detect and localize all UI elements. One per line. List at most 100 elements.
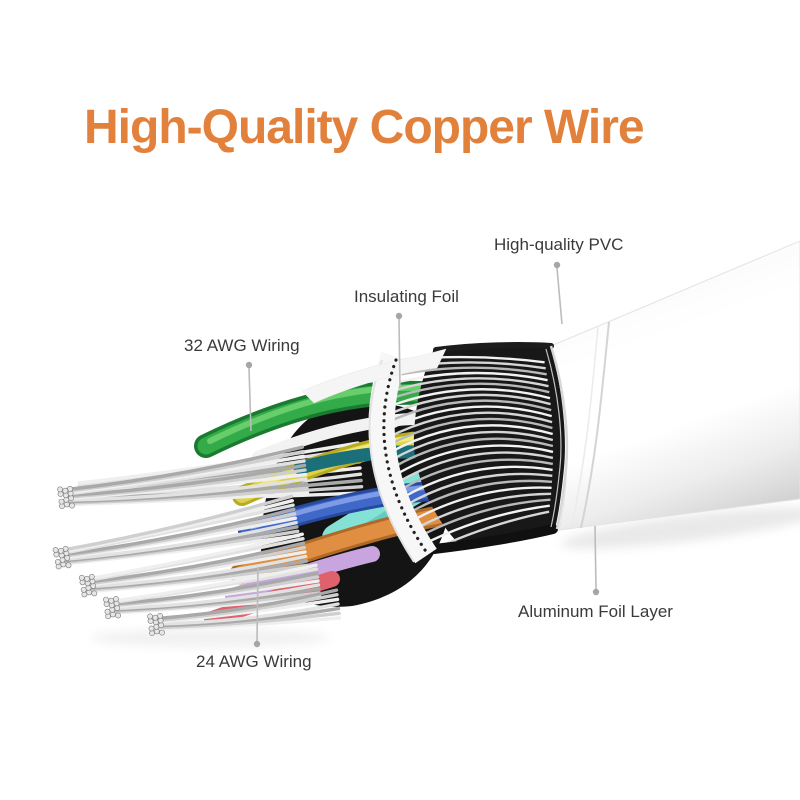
braid-strand bbox=[393, 366, 547, 377]
braid-strand bbox=[389, 430, 554, 462]
braid-strand bbox=[387, 388, 551, 408]
insulating-foil-edge-shade bbox=[368, 359, 415, 563]
copper-strand bbox=[87, 541, 306, 584]
strand-cross-section bbox=[147, 613, 153, 620]
foil-seam-line bbox=[580, 321, 610, 529]
braid-shield-strands bbox=[386, 355, 554, 554]
braid-strand bbox=[399, 465, 553, 501]
copper-strand bbox=[111, 571, 319, 606]
leader-lines bbox=[245, 261, 600, 648]
copper-strand bbox=[62, 520, 298, 561]
strand-cross-section bbox=[62, 487, 69, 494]
braid-strand bbox=[388, 382, 550, 401]
strand-cross-section bbox=[152, 614, 159, 621]
strand-cross-section bbox=[67, 485, 73, 492]
copper-strands-front bbox=[52, 445, 342, 636]
copper-strand bbox=[111, 563, 318, 603]
braid-top-edge bbox=[433, 342, 554, 353]
strand-cross-section bbox=[57, 486, 63, 493]
insulating-foil-band bbox=[368, 351, 437, 564]
jacket-cut-rim bbox=[549, 345, 569, 530]
copper-strand bbox=[156, 597, 340, 624]
copper-strand bbox=[66, 477, 308, 502]
strand-cross-section bbox=[78, 574, 85, 581]
braid-strand bbox=[386, 399, 552, 424]
copper-strand bbox=[156, 616, 342, 632]
braid-strand bbox=[396, 458, 554, 493]
jacket-cut-rim-inner bbox=[545, 348, 562, 528]
copper-strand bbox=[61, 507, 296, 557]
label-24-awg-wiring: 24 AWG Wiring bbox=[196, 652, 312, 671]
label-32-awg-wiring: 32 AWG Wiring bbox=[184, 336, 300, 355]
label-insulating-foil: Insulating Foil bbox=[354, 287, 459, 306]
copper-strand bbox=[65, 445, 305, 492]
braid-strand bbox=[388, 424, 554, 455]
strand-cross-section bbox=[58, 498, 65, 505]
braid-strand bbox=[390, 377, 549, 393]
braid-bottom-edge bbox=[429, 524, 558, 554]
awg24-leader-line bbox=[256, 566, 259, 642]
copper-strand bbox=[156, 611, 341, 630]
braid-strand bbox=[413, 492, 552, 531]
insulating-foil-flap bbox=[301, 348, 447, 404]
copper-strand bbox=[88, 554, 308, 589]
insulating-foil-leader-line bbox=[398, 318, 401, 390]
strand-cross-section bbox=[157, 613, 163, 619]
braid-strand bbox=[402, 472, 553, 508]
strand-cross-section bbox=[54, 559, 61, 565]
pvc-leader-line bbox=[556, 267, 563, 325]
label-high-quality-pvc: High-quality PVC bbox=[494, 235, 624, 254]
strand-cross-section bbox=[159, 629, 165, 636]
strand-cross-section bbox=[115, 612, 121, 619]
awg32-leader-dot bbox=[245, 361, 253, 369]
aluminum-leader-line bbox=[594, 525, 597, 590]
strand-cross-section bbox=[84, 575, 90, 582]
copper-strand bbox=[87, 532, 304, 581]
copper-strand bbox=[112, 583, 321, 611]
braid-strand bbox=[417, 498, 551, 538]
copper-strand bbox=[66, 463, 307, 498]
strand-cross-section bbox=[113, 596, 119, 602]
strand-cross-section bbox=[52, 547, 59, 553]
copper-strand bbox=[156, 602, 340, 626]
awg24-leader-dot bbox=[253, 640, 261, 648]
copper-strand bbox=[156, 606, 341, 628]
braid-strand bbox=[406, 479, 553, 516]
strand-cross-section bbox=[65, 562, 72, 569]
strand-cross-section bbox=[80, 586, 87, 593]
braid-strand-ends-dots bbox=[382, 358, 429, 555]
strand-shadow bbox=[90, 629, 330, 647]
strand-cross-section bbox=[91, 590, 98, 597]
copper-strand bbox=[155, 593, 339, 623]
strand-cross-section bbox=[108, 597, 115, 604]
aluminum-leader-dot bbox=[592, 588, 600, 596]
pvc-leader-dot bbox=[553, 261, 561, 269]
braid-strand bbox=[409, 486, 552, 523]
strand-cross-section bbox=[88, 573, 95, 580]
foil-seam-line-2 bbox=[571, 326, 599, 526]
strand-cross-section bbox=[62, 545, 69, 552]
page-title: High-Quality Copper Wire bbox=[84, 101, 645, 154]
braid-strand bbox=[387, 393, 551, 416]
cable-shadow bbox=[560, 507, 800, 549]
strand-cross-section bbox=[103, 596, 109, 603]
braid-strand bbox=[392, 444, 554, 478]
braid-strand bbox=[422, 504, 550, 546]
strand-cross-section bbox=[104, 608, 111, 615]
braid-strand bbox=[391, 371, 548, 385]
copper-strand bbox=[155, 588, 339, 621]
strand-cross-section bbox=[69, 502, 75, 509]
strand-cross-section bbox=[148, 625, 155, 632]
wire-green-highlight bbox=[207, 384, 441, 444]
strand-cross-section bbox=[58, 548, 64, 554]
label-aluminum-foil-layer: Aluminum Foil Layer bbox=[518, 602, 673, 621]
braid-strand bbox=[390, 437, 554, 470]
insulating-foil-leader-dot bbox=[395, 312, 403, 320]
awg32-leader-line bbox=[248, 367, 252, 432]
copper-strand bbox=[61, 494, 294, 552]
braid-strand bbox=[386, 411, 553, 439]
braid-strand bbox=[387, 417, 553, 447]
braid-strand bbox=[394, 451, 554, 485]
